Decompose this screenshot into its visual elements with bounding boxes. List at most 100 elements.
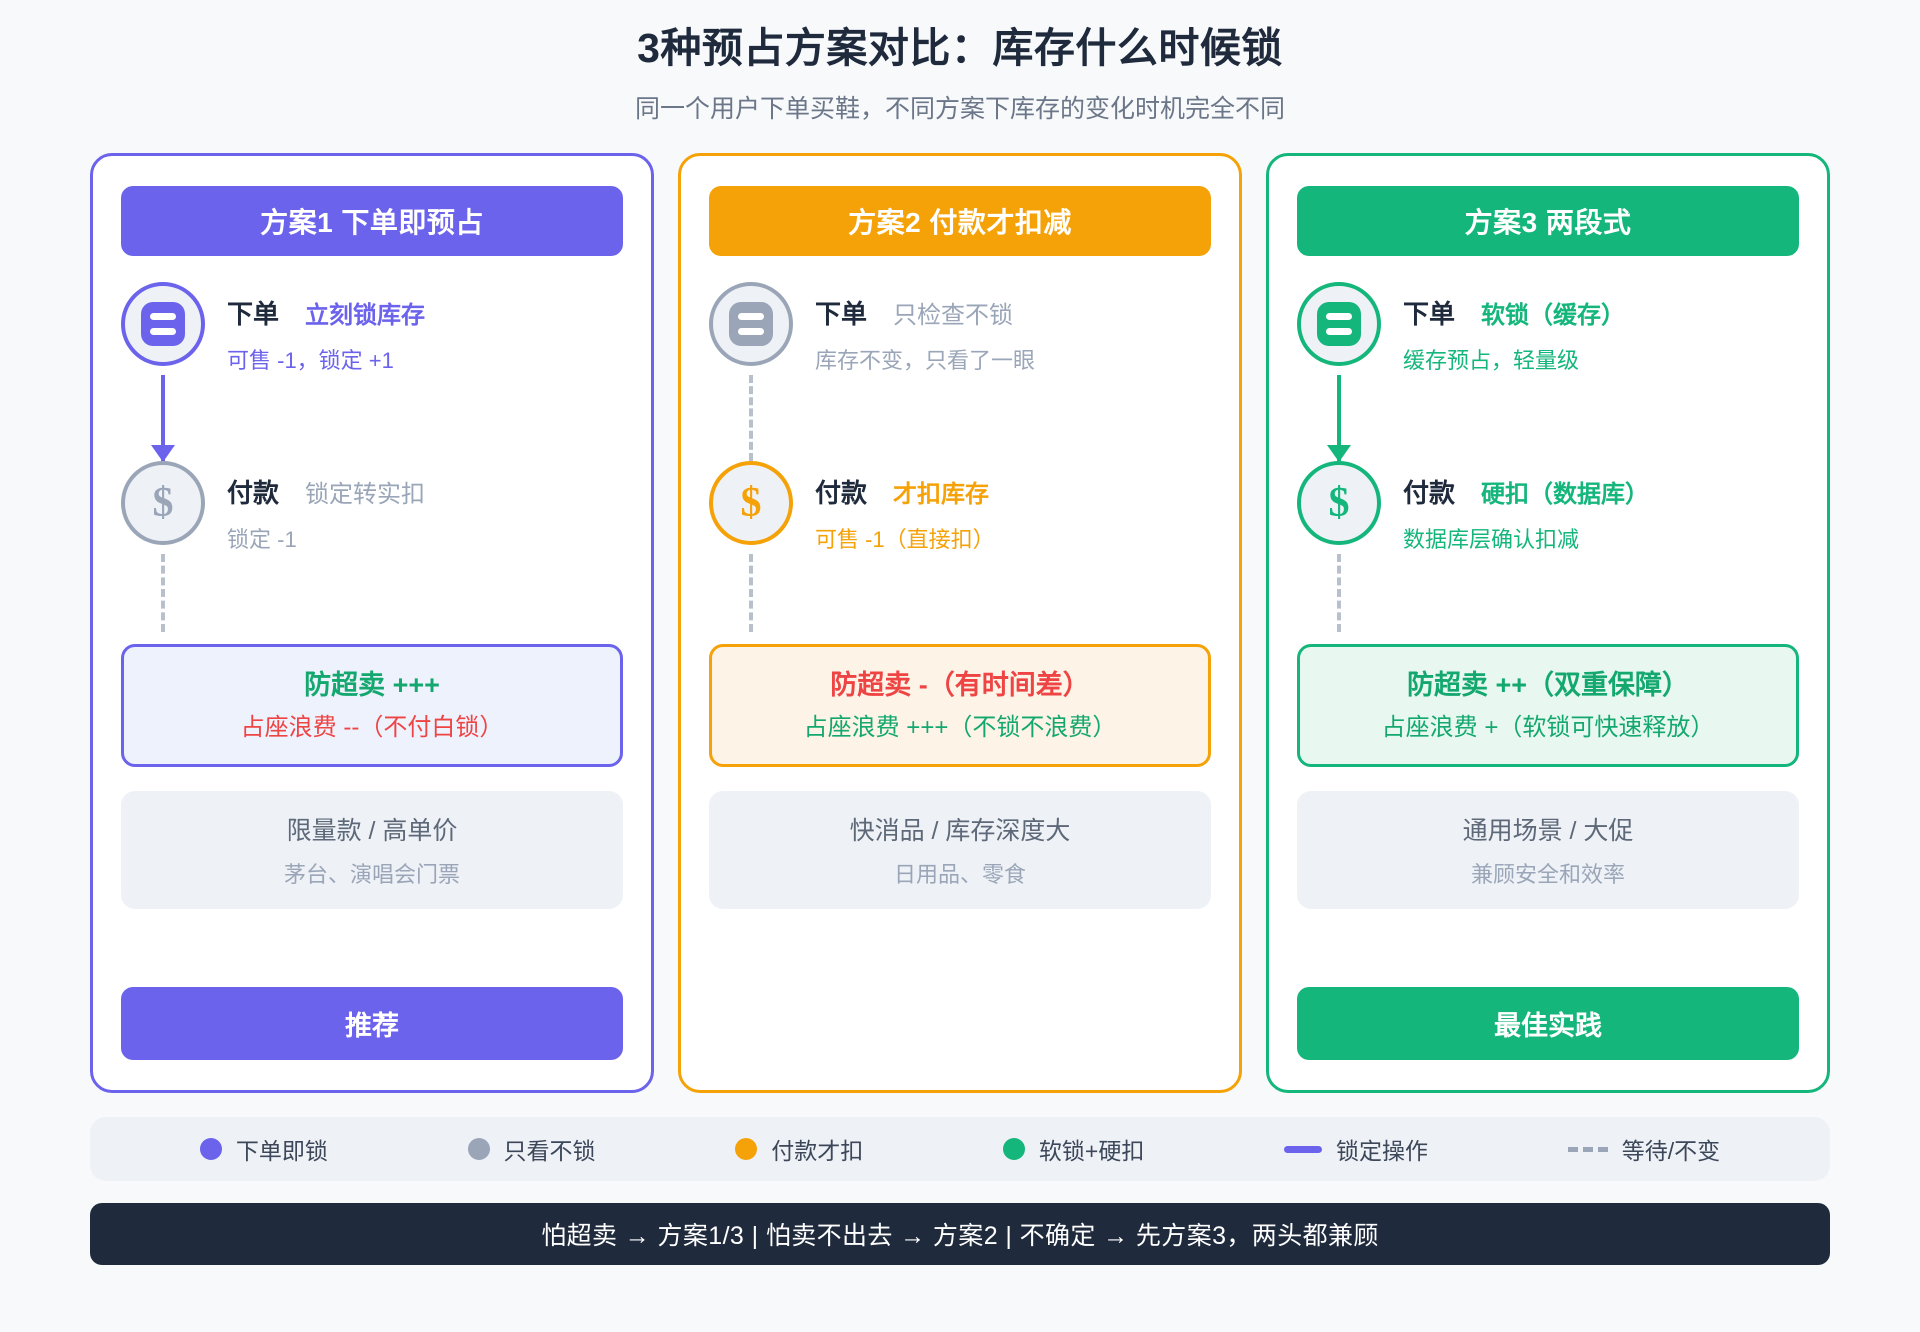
plan-3-effect-box: 防超卖 ++（双重保障） 占座浪费 +（软锁可快速释放） <box>1297 644 1799 768</box>
plan-2-order-line: 下单 只检查不锁 <box>815 294 1211 331</box>
plan-3-connector-1-row <box>1297 375 1799 463</box>
plan-3-pay-desc: 数据库层确认扣减 <box>1403 527 1580 553</box>
plan-3-order-node <box>1297 282 1381 367</box>
plan-1-connector-1-row <box>121 375 623 463</box>
plan-3-order-body: 下单 软锁（缓存） 缓存预占，轻量级 <box>1403 282 1799 375</box>
plan-2-order-desc: 库存不变，只看了一眼 <box>815 348 1036 374</box>
plan-2-order-body: 下单 只检查不锁 库存不变，只看了一眼 <box>815 282 1211 375</box>
plan-3-connector-2-row <box>1297 554 1799 633</box>
plan-1-pay-node-col: $ <box>121 461 205 546</box>
plan-card-2[interactable]: 方案2 付款才扣减 下单 只检查不锁 库存不变，只看了一眼 <box>678 153 1242 1094</box>
legend-item-wait: 等待/不变 <box>1567 1132 1721 1166</box>
plan-2-badge: 方案2 付款才扣减 <box>709 186 1211 257</box>
plan-2-effect-primary: 防超卖 -（有时间差） <box>830 670 1090 701</box>
plan-1-scenario-examples: 茅台、演唱会门票 <box>283 862 460 888</box>
plan-2-effect-secondary: 占座浪费 +++（不锁不浪费） <box>803 713 1117 741</box>
plan-1-connector-2-row <box>121 554 623 633</box>
plan-1-order-node <box>121 282 205 367</box>
plan-3-pay-node: $ <box>1297 461 1381 546</box>
plan-2-order-node <box>709 282 793 367</box>
plan-1-badge: 方案1 下单即预占 <box>121 186 623 257</box>
plan-2-pay-action: 才扣库存 <box>893 481 990 509</box>
legend-dashed-line-icon <box>1567 1146 1608 1152</box>
plan-2-flow: 下单 只检查不锁 库存不变，只看了一眼 $ <box>709 282 1211 633</box>
plan-3-connector-solid <box>1297 375 1381 463</box>
legend-dot-icon <box>1002 1138 1025 1161</box>
plan-1-step-pay: $ 付款 锁定转实扣 锁定 -1 <box>121 461 623 554</box>
plan-1-pay-desc: 锁定 -1 <box>227 527 297 553</box>
plan-3-pay-line: 付款 硬扣（数据库） <box>1403 473 1799 510</box>
plan-1-cta-button[interactable]: 推荐 <box>121 987 623 1061</box>
comparison-cards: 方案1 下单即预占 下单 立刻锁库存 可售 -1，锁定 +1 <box>90 153 1830 1094</box>
plan-1-order-node-col <box>121 282 205 367</box>
plan-1-pay-node: $ <box>121 461 205 546</box>
plan-3-effect-secondary: 占座浪费 +（软锁可快速释放） <box>1381 713 1715 741</box>
plan-2-connector-1-row <box>709 375 1211 462</box>
plan-2-order-node-col <box>709 282 793 367</box>
legend-dot-icon <box>735 1138 758 1161</box>
plan-3-step-order: 下单 软锁（缓存） 缓存预占，轻量级 <box>1297 282 1799 375</box>
legend-label: 只看不锁 <box>503 1138 596 1165</box>
order-icon <box>729 302 773 347</box>
plan-2-order-action: 只检查不锁 <box>893 302 1014 330</box>
plan-1-effect-box: 防超卖 +++ 占座浪费 --（不付白锁） <box>121 644 623 768</box>
plan-1-pay-line: 付款 锁定转实扣 <box>227 473 623 510</box>
plan-3-effect-primary: 防超卖 ++（双重保障） <box>1406 670 1690 701</box>
legend-label: 等待/不变 <box>1621 1138 1721 1165</box>
plan-3-pay-action: 硬扣（数据库） <box>1481 481 1650 509</box>
plan-1-order-line: 下单 立刻锁库存 <box>227 294 623 331</box>
plan-1-connector-dashed <box>121 554 205 633</box>
plan-1-order-desc: 可售 -1，锁定 +1 <box>227 348 394 374</box>
dollar-icon: $ <box>740 480 762 527</box>
plan-3-scenario-examples: 兼顾安全和效率 <box>1470 862 1625 888</box>
plan-3-order-node-col <box>1297 282 1381 367</box>
plan-2-pay-body: 付款 才扣库存 可售 -1（直接扣） <box>815 461 1211 554</box>
plan-1-effect-secondary: 占座浪费 --（不付白锁） <box>240 713 504 741</box>
plan-1-order-action: 立刻锁库存 <box>305 302 426 330</box>
legend-dot-icon <box>199 1138 222 1161</box>
plan-2-connector-dashed-2 <box>709 554 793 633</box>
plan-2-scenario-title: 快消品 / 库存深度大 <box>849 817 1071 846</box>
plan-card-1[interactable]: 方案1 下单即预占 下单 立刻锁库存 可售 -1，锁定 +1 <box>90 153 654 1094</box>
plan-1-pay-name: 付款 <box>227 478 280 509</box>
plan-3-scenario-title: 通用场景 / 大促 <box>1462 817 1634 846</box>
plan-3-cta-wrap: 最佳实践 <box>1297 959 1799 1061</box>
legend-label: 下单即锁 <box>235 1138 328 1165</box>
plan-1-order-name: 下单 <box>227 299 280 330</box>
plan-2-connector-2-row <box>709 554 1211 633</box>
plan-1-scenario-box: 限量款 / 高单价 茅台、演唱会门票 <box>121 791 623 910</box>
plan-3-order-line: 下单 软锁（缓存） <box>1403 294 1799 331</box>
plan-2-cta-wrap <box>709 1032 1211 1060</box>
header: 3种预占方案对比：库存什么时候锁 同一个用户下单买鞋，不同方案下库存的变化时机完… <box>90 22 1830 125</box>
plan-2-pay-node-col: $ <box>709 461 793 546</box>
plan-3-order-name: 下单 <box>1403 299 1456 330</box>
order-icon <box>1317 302 1361 347</box>
plan-card-3[interactable]: 方案3 两段式 下单 软锁（缓存） 缓存预占，轻量级 <box>1266 153 1830 1094</box>
plan-1-pay-body: 付款 锁定转实扣 锁定 -1 <box>227 461 623 554</box>
plan-3-connector-dashed <box>1297 554 1381 633</box>
plan-1-cta-wrap: 推荐 <box>121 959 623 1061</box>
plan-1-effect-primary: 防超卖 +++ <box>304 670 440 701</box>
dollar-icon: $ <box>1328 480 1350 527</box>
plan-2-step-order: 下单 只检查不锁 库存不变，只看了一眼 <box>709 282 1211 375</box>
plan-3-pay-name: 付款 <box>1403 478 1456 509</box>
legend-item-lock-op: 锁定操作 <box>1284 1132 1428 1166</box>
plan-3-order-desc: 缓存预占，轻量级 <box>1403 348 1580 374</box>
plan-1-order-body: 下单 立刻锁库存 可售 -1，锁定 +1 <box>227 282 623 375</box>
order-icon <box>141 302 185 347</box>
legend-solid-line-icon <box>1284 1145 1323 1153</box>
legend: 下单即锁 只看不锁 付款才扣 软锁+硬扣 锁定操作 等待/不变 <box>90 1117 1830 1182</box>
plan-1-pay-action: 锁定转实扣 <box>305 481 426 509</box>
dollar-icon: $ <box>152 480 174 527</box>
footer-summary: 怕超卖 → 方案1/3 | 怕卖不出去 → 方案2 | 不确定 → 先方案3，两… <box>90 1203 1830 1266</box>
plan-3-flow: 下单 软锁（缓存） 缓存预占，轻量级 $ <box>1297 282 1799 633</box>
plan-2-order-name: 下单 <box>815 299 868 330</box>
plan-2-scenario-examples: 日用品、零食 <box>893 862 1026 888</box>
legend-item-pay-deduct: 付款才扣 <box>735 1132 863 1166</box>
plan-1-step-order: 下单 立刻锁库存 可售 -1，锁定 +1 <box>121 282 623 375</box>
legend-item-order-lock: 下单即锁 <box>199 1132 328 1166</box>
plan-3-cta-button[interactable]: 最佳实践 <box>1297 987 1799 1061</box>
plan-2-pay-desc: 可售 -1（直接扣） <box>815 527 995 553</box>
legend-dot-icon <box>467 1138 490 1161</box>
